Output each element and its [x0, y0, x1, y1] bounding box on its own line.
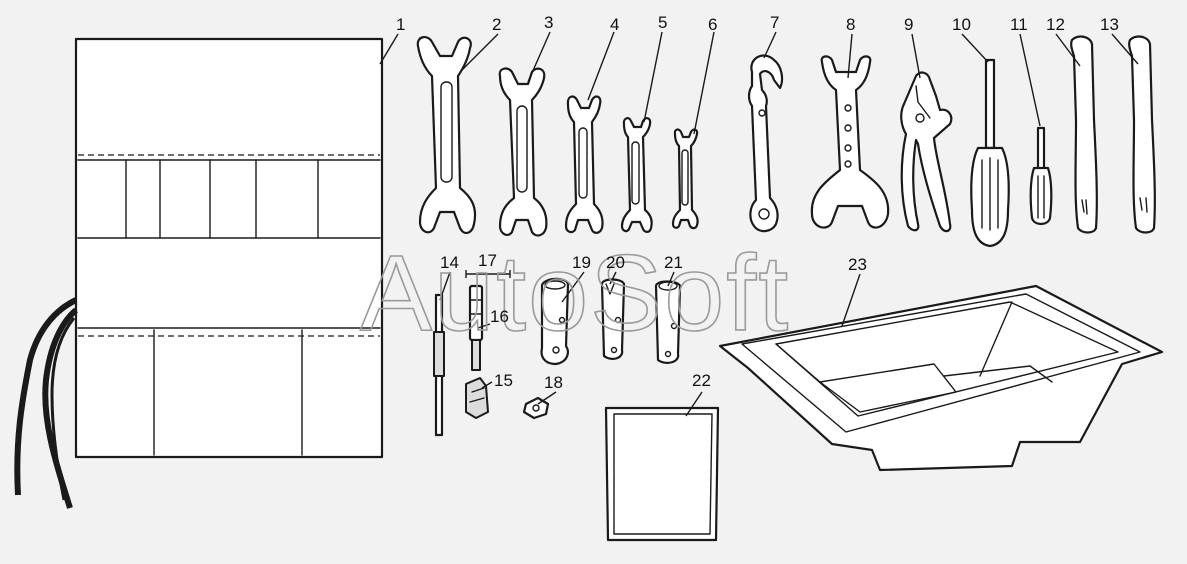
- callout-16: 16: [490, 307, 509, 326]
- callout-20: 20: [606, 253, 625, 272]
- socket-wrench-20: [600, 278, 626, 360]
- tire-lever-13: [1128, 35, 1156, 234]
- callout-23: 23: [848, 255, 867, 274]
- wrench-4: [564, 95, 604, 234]
- callout-5: 5: [658, 13, 667, 32]
- feeler-rod-14: [433, 293, 445, 437]
- callout-2: 2: [492, 15, 501, 34]
- socket-wrench-21: [654, 280, 682, 364]
- callout-7: 7: [770, 13, 779, 32]
- callout-6: 6: [708, 15, 717, 34]
- socket-wrench-19: [540, 277, 570, 366]
- tray-23: [718, 284, 1164, 472]
- callout-12: 12: [1046, 15, 1065, 34]
- callout-9: 9: [904, 15, 913, 34]
- clamp-15: [465, 377, 489, 419]
- callout-3: 3: [544, 13, 553, 32]
- callout-18: 18: [544, 373, 563, 392]
- callout-14: 14: [440, 253, 459, 272]
- small-screwdriver-11: [1029, 126, 1053, 226]
- tire-lever-12: [1070, 35, 1098, 234]
- callout-8: 8: [846, 15, 855, 34]
- wrench-5: [620, 117, 653, 233]
- pliers-9: [900, 71, 953, 233]
- nut-18: [522, 396, 550, 420]
- callout-22: 22: [692, 371, 711, 390]
- wrench-2: [416, 36, 477, 234]
- callout-4: 4: [610, 15, 619, 34]
- callout-15: 15: [494, 371, 513, 390]
- callout-leaders: [379, 31, 1139, 417]
- plug-gauge-16: [468, 284, 484, 371]
- pouch-22: [604, 406, 720, 542]
- double-wrench-8: [810, 55, 890, 229]
- screwdriver-10: [970, 58, 1010, 248]
- callout-17: 17: [478, 251, 497, 270]
- tool-roll: [14, 37, 384, 509]
- watermark-text: AutoSoft: [360, 232, 790, 353]
- callout-19: 19: [572, 253, 591, 272]
- callout-10: 10: [952, 15, 971, 34]
- callout-numbers: 1 2 3 4 5 6 7 8 9 10 11 12 13 14 15 16 1…: [396, 13, 1119, 392]
- wrench-3: [498, 67, 548, 237]
- callout-21: 21: [664, 253, 683, 272]
- wrench-6: [671, 128, 699, 230]
- callout-13: 13: [1100, 15, 1119, 34]
- hook-spanner-7: [747, 54, 784, 233]
- callout-11: 11: [1010, 15, 1028, 34]
- callout-1: 1: [396, 15, 405, 34]
